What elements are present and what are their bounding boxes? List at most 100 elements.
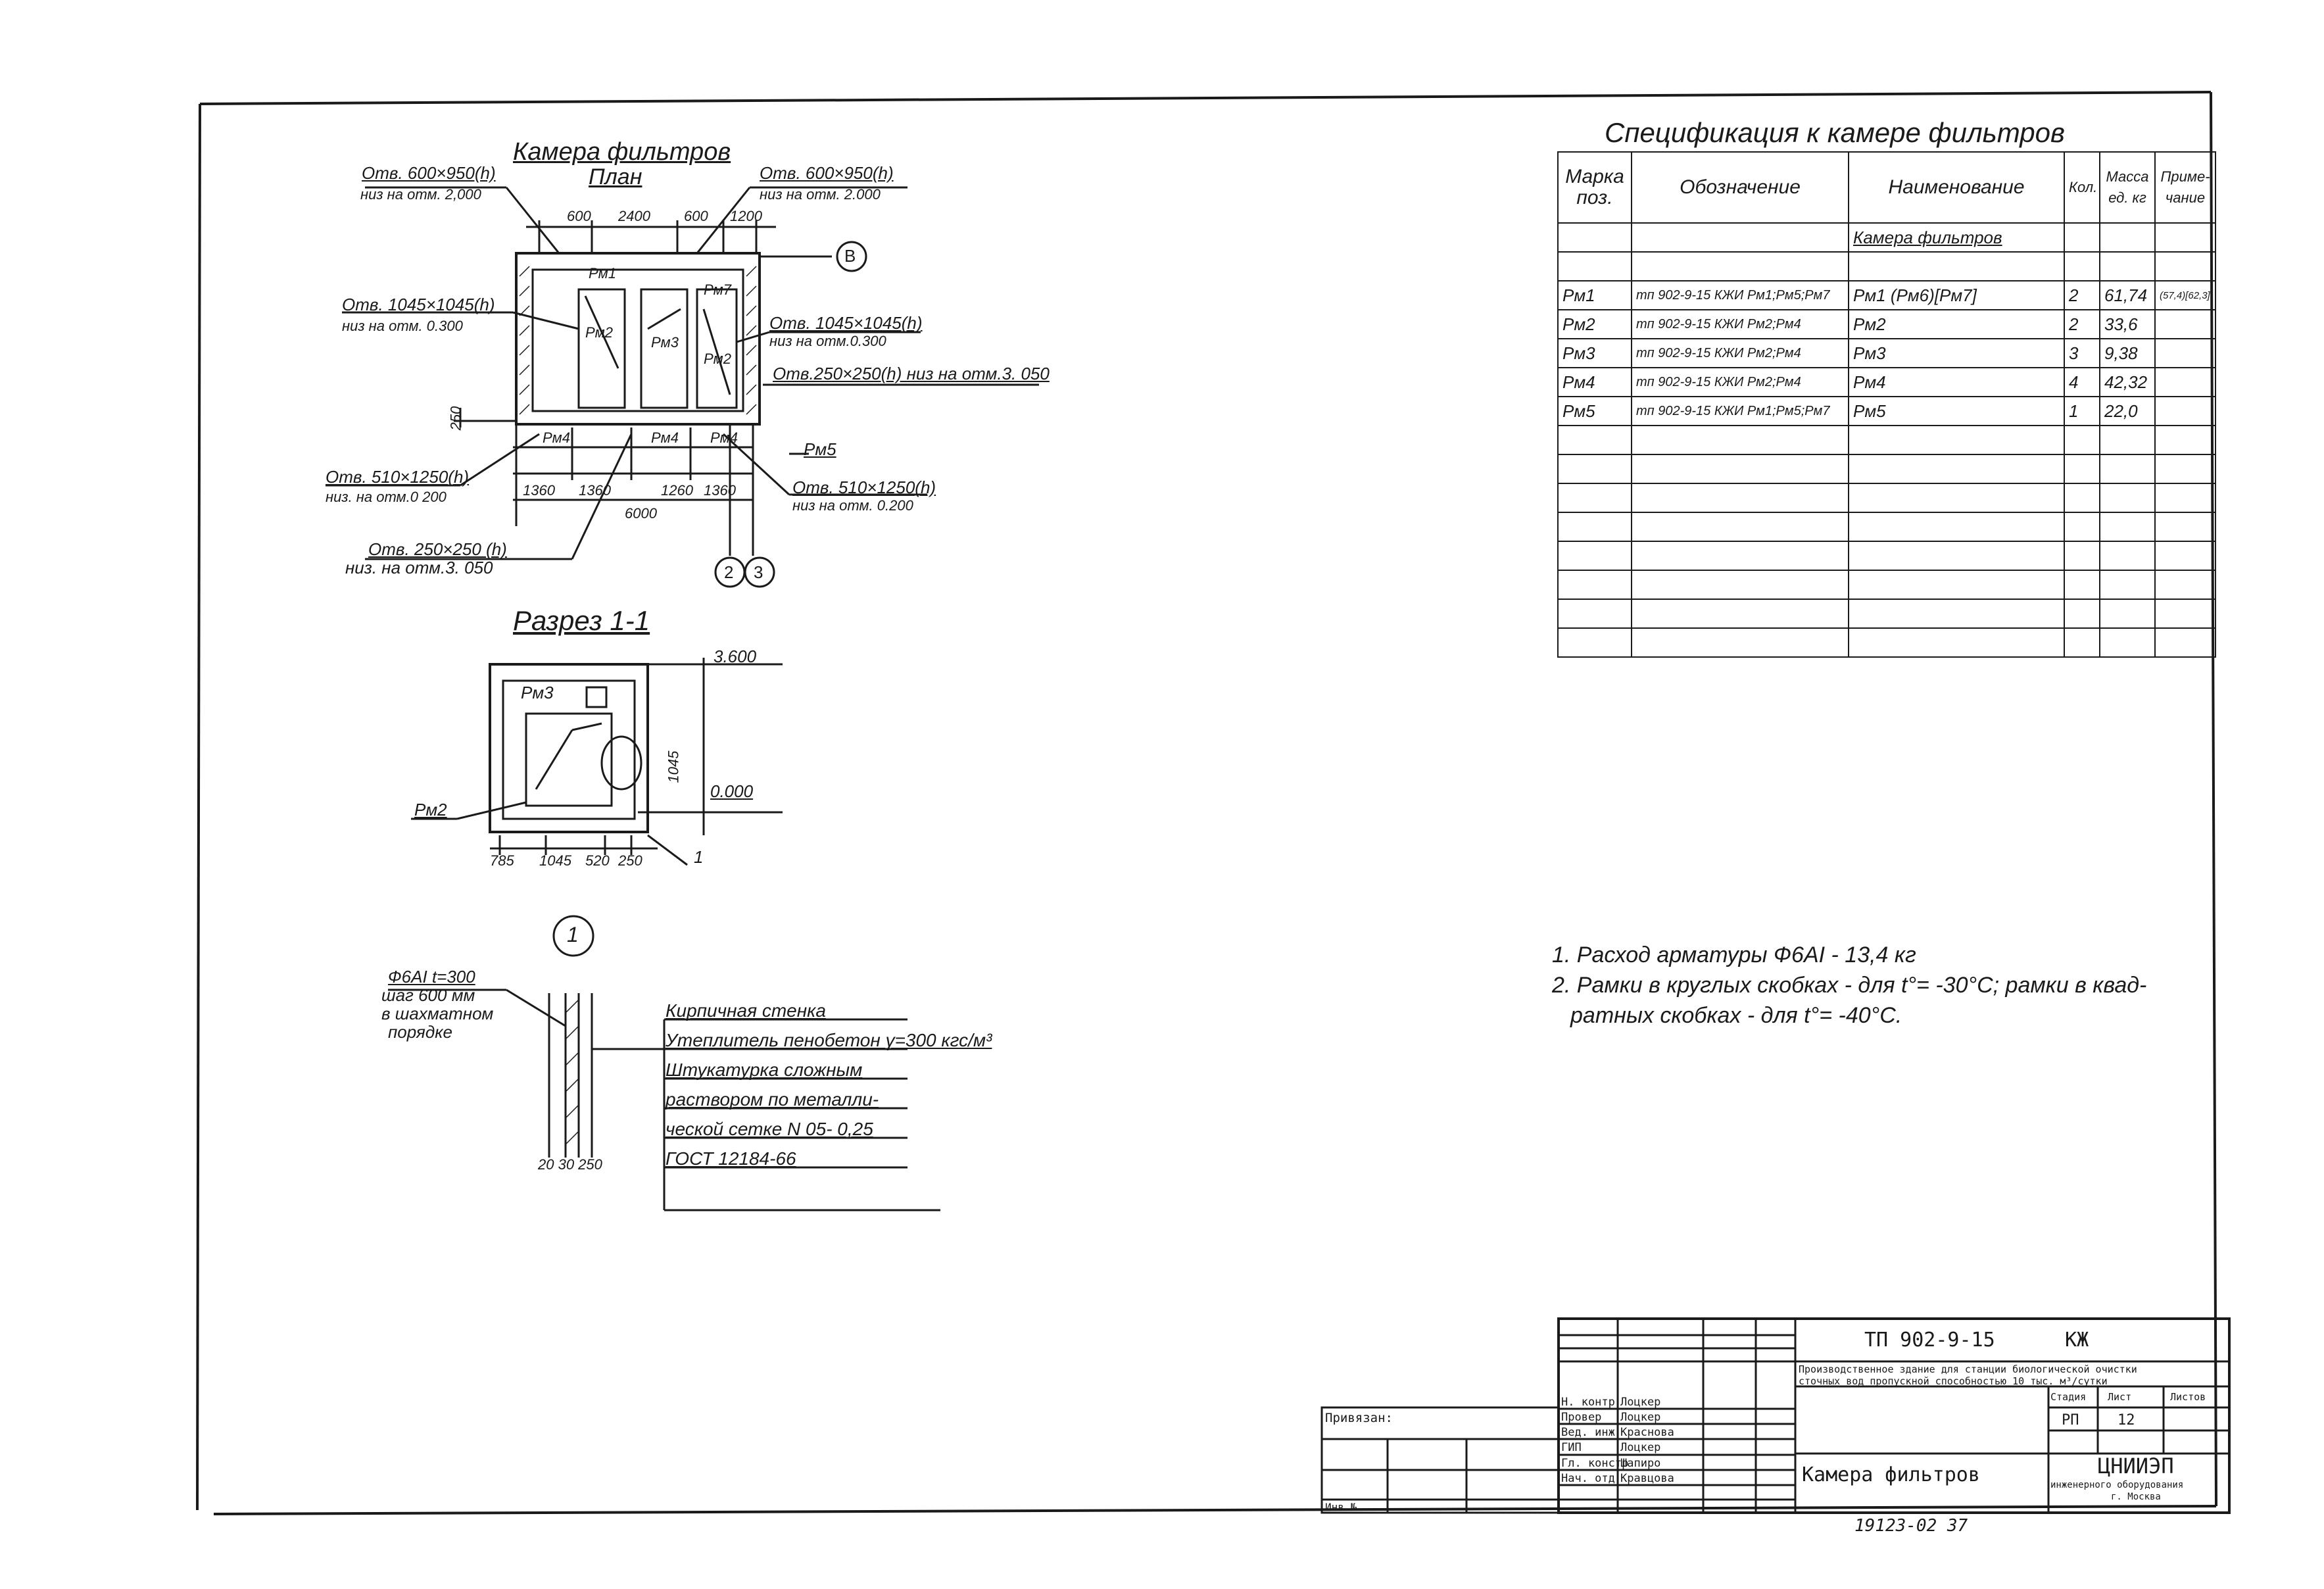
dim-top-2: 2400 — [618, 208, 650, 224]
table-row: Рм5 тп 902-9-15 КЖИ Рм1;Рм5;Рм7 Рм5 1 22… — [1557, 396, 2216, 426]
section-dim-3: 520 — [585, 852, 610, 869]
tb-org-2: инженерного оборудования — [2050, 1480, 2184, 1490]
tb-project-2: сточных вод пропускной способностью 10 т… — [1799, 1375, 2108, 1387]
tb-name-6: Кравцова — [1620, 1472, 1674, 1485]
cell-qty: 3 — [2064, 338, 2100, 368]
tb-role-3: Вед. инж — [1561, 1426, 1615, 1439]
legend-line-6: ГОСТ 12184-66 — [666, 1148, 796, 1169]
mark-rm4-c: Рм4 — [710, 429, 738, 446]
callout-bottom-left: Отв. 510×1250(h) — [326, 467, 470, 487]
callout-bottom-right-sub: низ на отм. 0.200 — [792, 497, 913, 514]
callout-top-left: Отв. 600×950(h) — [362, 163, 496, 183]
tb-role-2: Провер — [1561, 1411, 1602, 1424]
callout-top-right-sub: низ на отм. 2.000 — [760, 186, 881, 203]
spec-group-row: Камера фильтров — [1557, 222, 2216, 253]
tb-org: ЦНИИЭП — [2098, 1454, 2174, 1479]
dim-top-1: 600 — [567, 208, 591, 224]
table-row-empty — [1557, 627, 2216, 658]
dim-bottom-1: 1360 — [523, 482, 555, 499]
table-row: Рм2 тп 902-9-15 КЖИ Рм2;Рм4 Рм2 2 33,6 — [1557, 309, 2216, 339]
section-callout: 1 — [694, 847, 704, 867]
callout-bottom-left-sub: низ. на отм.0 200 — [326, 489, 447, 505]
table-row: Рм1 тп 902-9-15 КЖИ Рм1;Рм5;Рм7 Рм1 (Рм6… — [1557, 280, 2216, 310]
tb-name-1: Лоцкер — [1620, 1396, 1661, 1409]
tb-name-2: Лоцкер — [1620, 1411, 1661, 1424]
tb-stage: РП — [2062, 1412, 2079, 1429]
mark-rm7: Рм7 — [704, 281, 731, 298]
plan-drawing — [326, 186, 1039, 588]
mark-rm1: Рм1 — [589, 265, 616, 281]
section-mark-rm2: Рм2 — [414, 800, 447, 819]
callout-right: Отв. 1045×1045(h) — [769, 313, 923, 333]
cell-note — [2154, 396, 2216, 426]
mark-rm5: Рм5 — [804, 439, 836, 459]
callout-top-right: Отв. 600×950(h) — [760, 163, 894, 183]
legend-line-2: Утеплитель пенобетон γ=300 кгс/м³ — [666, 1030, 992, 1050]
legend-line-4: раствором по металли- — [666, 1089, 879, 1110]
cell-note: (57,4)[62,3] — [2154, 280, 2216, 310]
note-1: 1. Расход арматуры Ф6АI - 13,4 кг — [1552, 942, 1916, 967]
dim-top-4: 1200 — [730, 208, 762, 224]
section-drawing — [411, 658, 783, 866]
callout-right-2: Отв.250×250(h) низ на отм.3. 050 — [773, 364, 1050, 383]
spec-header-note: Приме-чание — [2154, 151, 2216, 224]
callout-bottom-sub: низ. на отм.3. 050 — [345, 558, 493, 577]
tb-mark: КЖ — [2065, 1329, 2089, 1352]
tb-code: ТП 902-9-15 — [1864, 1329, 1995, 1352]
spec-spacer-row — [1557, 251, 2216, 281]
tb-footer: 19123-02 37 — [1854, 1516, 1968, 1536]
tb-approved: Привязан: — [1325, 1411, 1393, 1425]
tb-sheets-label: Листов — [2170, 1391, 2206, 1403]
tb-name-3: Краснова — [1620, 1426, 1674, 1439]
axis-3: 3 — [754, 562, 763, 582]
spec-table: Марка поз. Обозначение Наименование Кол.… — [1557, 151, 2216, 658]
tb-inv: Инв № — [1325, 1501, 1357, 1513]
section-dim-4: 250 — [618, 852, 642, 869]
axis-b: В — [844, 246, 856, 266]
detail-dims: 20 30 250 — [538, 1156, 602, 1173]
cell-name: Рм4 — [1848, 367, 2065, 397]
cell-mass: 33,6 — [2099, 309, 2156, 339]
spec-header-row: Марка поз. Обозначение Наименование Кол.… — [1557, 151, 2216, 224]
detail-rebar-3: в шахматном — [381, 1004, 494, 1023]
cell-mass: 22,0 — [2099, 396, 2156, 426]
cell-mass: 42,32 — [2099, 367, 2156, 397]
cell-name: Рм1 (Рм6)[Рм7] — [1848, 280, 2065, 310]
tb-role-1: Н. контр — [1561, 1396, 1615, 1409]
cell-note — [2154, 309, 2216, 339]
spec-title: Спецификация к камере фильтров — [1605, 117, 2065, 148]
section-title: Разрез 1-1 — [513, 605, 650, 636]
cell-qty: 2 — [2064, 280, 2100, 310]
cell-note — [2154, 338, 2216, 368]
cell-code: тп 902-9-15 КЖИ Рм1;Рм5;Рм7 — [1631, 280, 1849, 310]
plan-title: Камера фильтров — [513, 138, 731, 166]
tb-role-4: ГИП — [1561, 1441, 1582, 1454]
table-row-empty — [1557, 599, 2216, 629]
tb-role-6: Нач. отд — [1561, 1472, 1615, 1485]
legend-line-1: Кирпичная стенка — [666, 1000, 826, 1021]
section-dim-vert: 1045 — [665, 750, 682, 783]
dim-bottom-2: 1360 — [579, 482, 611, 499]
legend-line-3: Штукатурка сложным — [666, 1060, 863, 1080]
cell-name: Рм3 — [1848, 338, 2065, 368]
spec-header-mass: Масса ед. кг — [2099, 151, 2156, 224]
callout-left-sub: низ на отм. 0.300 — [342, 318, 463, 334]
mark-rm3: Рм3 — [651, 334, 679, 351]
legend-line-5: ческой сетке N 05- 0,25 — [666, 1119, 873, 1139]
detail-rebar-4: порядке — [388, 1022, 452, 1042]
cell-mass: 9,38 — [2099, 338, 2156, 368]
cell-note — [2154, 367, 2216, 397]
title-block-grid — [1320, 1317, 2231, 1514]
axis-2: 2 — [724, 562, 734, 582]
table-row-empty — [1557, 541, 2216, 571]
section-mark-rm3: Рм3 — [521, 683, 554, 702]
table-row-empty — [1557, 454, 2216, 484]
tb-project: Производственное здание для станции биол… — [1799, 1363, 2137, 1375]
detail-drawing — [388, 915, 940, 1211]
cell-mark: Рм4 — [1557, 367, 1632, 397]
spec-header-qty: Кол. — [2064, 151, 2100, 224]
cell-code: тп 902-9-15 КЖИ Рм2;Рм4 — [1631, 367, 1849, 397]
frame-left — [196, 103, 201, 1511]
section-level-top: 3.600 — [714, 647, 757, 666]
